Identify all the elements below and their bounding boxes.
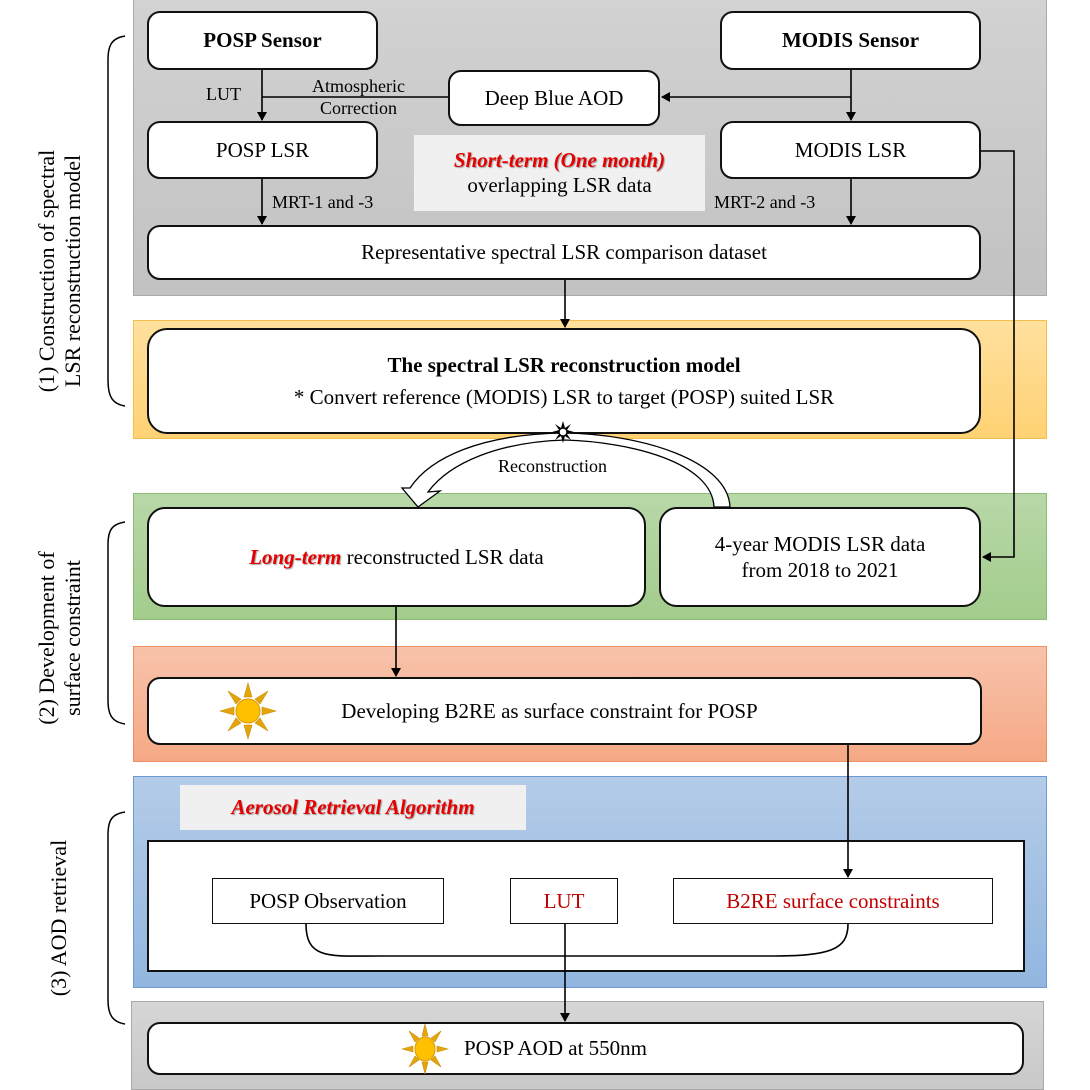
b2re-constraints-box[interactable]: B2RE surface constraints: [673, 878, 993, 924]
section3-label-line1: (3) AOD retrieval: [46, 839, 71, 997]
section1-label: (1) Construction of spectral LSR reconst…: [34, 71, 86, 471]
posp-lsr-box[interactable]: POSP LSR: [147, 121, 378, 179]
long-term-rest: reconstructed LSR data: [341, 544, 544, 569]
modis-sensor-box[interactable]: MODIS Sensor: [720, 11, 981, 70]
modis-4year-line1: 4-year MODIS LSR data: [714, 531, 926, 556]
long-term-highlight: Long-term: [249, 544, 342, 569]
section2-brace: [107, 521, 126, 725]
posp-aod-output-box[interactable]: POSP AOD at 550nm: [147, 1022, 1024, 1075]
section3-brace: [107, 811, 126, 1025]
sun-icon: [218, 681, 278, 741]
b2re-development-box[interactable]: Developing B2RE as surface constraint fo…: [147, 677, 982, 745]
atmospheric-correction-label: Atmospheric Correction: [312, 76, 405, 119]
modis-4year-line2: from 2018 to 2021: [741, 558, 899, 582]
posp-observation-box[interactable]: POSP Observation: [212, 878, 444, 924]
mrt-posp-label: MRT-1 and -3: [272, 192, 374, 212]
lut-box-label: LUT: [543, 888, 585, 913]
section1-brace: [107, 35, 126, 407]
mrt-modis-label: MRT-2 and -3: [714, 192, 816, 212]
modis-4year-box[interactable]: 4-year MODIS LSR data from 2018 to 2021: [659, 507, 981, 607]
short-term-callout: Short-term (One month) overlapping LSR d…: [414, 135, 705, 211]
algorithm-title: Aerosol Retrieval Algorithm: [231, 794, 475, 819]
lut-label: LUT: [206, 84, 241, 104]
long-term-lsr-text: Long-term reconstructed LSR data: [249, 544, 544, 570]
atmospheric-label-line1: Atmospheric: [312, 76, 405, 96]
short-term-rest: overlapping LSR data: [467, 173, 652, 197]
posp-sensor-label: POSP Sensor: [203, 28, 322, 53]
modis-lsr-box[interactable]: MODIS LSR: [720, 121, 981, 179]
reconstruction-model-box[interactable]: The spectral LSR reconstruction model * …: [147, 328, 981, 434]
posp-lsr-label: POSP LSR: [215, 137, 310, 162]
section2-label-line2: surface constraint: [59, 560, 85, 716]
correction-label-line2: Correction: [320, 97, 397, 118]
sun-icon-output: [401, 1023, 449, 1075]
short-term-highlight: Short-term (One month): [453, 147, 666, 172]
section1-label-line1: (1) Construction of spectral: [34, 149, 59, 393]
section3-label: (3) AOD retrieval: [46, 818, 74, 1018]
section2-label: (2) Development of surface constraint: [34, 488, 86, 788]
posp-observation-label: POSP Observation: [249, 888, 407, 913]
long-term-lsr-box[interactable]: Long-term reconstructed LSR data: [147, 507, 646, 607]
b2re-development-label: Developing B2RE as surface constraint fo…: [341, 698, 758, 723]
model-title: The spectral LSR reconstruction model: [387, 352, 741, 377]
section1-label-line2: LSR reconstruction model: [59, 154, 85, 388]
modis-lsr-label: MODIS LSR: [794, 137, 907, 162]
lut-box[interactable]: LUT: [510, 878, 618, 924]
algorithm-title-callout: Aerosol Retrieval Algorithm: [180, 785, 526, 830]
posp-sensor-box[interactable]: POSP Sensor: [147, 11, 378, 70]
comparison-dataset-label: Representative spectral LSR comparison d…: [361, 240, 767, 265]
b2re-constraints-label: B2RE surface constraints: [726, 888, 940, 913]
posp-aod-output-label: POSP AOD at 550nm: [463, 1036, 647, 1061]
comparison-dataset-box[interactable]: Representative spectral LSR comparison d…: [147, 225, 981, 280]
deep-blue-aod-box[interactable]: Deep Blue AOD: [448, 70, 660, 126]
section2-label-line1: (2) Development of: [34, 551, 59, 725]
modis-sensor-label: MODIS Sensor: [781, 28, 920, 53]
model-subtitle: * Convert reference (MODIS) LSR to targe…: [293, 385, 835, 409]
reconstruction-label: Reconstruction: [498, 456, 607, 476]
deep-blue-aod-label: Deep Blue AOD: [484, 85, 624, 110]
